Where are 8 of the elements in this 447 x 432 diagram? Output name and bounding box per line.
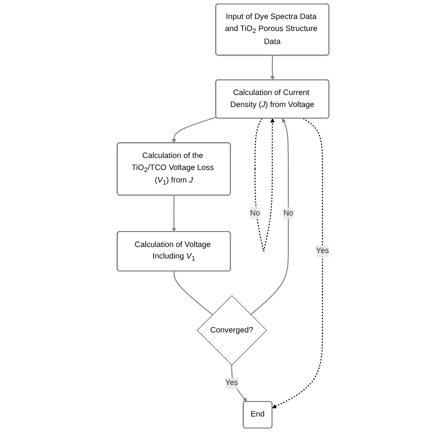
- arrow: [250, 118, 290, 316]
- connector: [174, 270, 214, 316]
- arrow: [254, 118, 276, 252]
- arrow: [172, 194, 177, 232]
- arrow: [270, 54, 276, 80]
- arrow: [272, 118, 324, 408]
- arrow: [172, 116, 218, 144]
- arrow: [232, 364, 248, 402]
